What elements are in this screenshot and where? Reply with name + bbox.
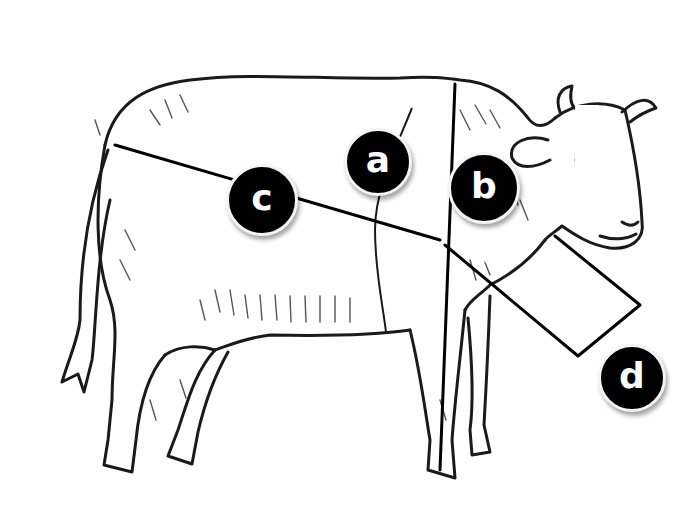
callout-letter: a bbox=[366, 142, 390, 178]
callout-circle: d bbox=[598, 344, 666, 412]
callout-letter: c bbox=[251, 180, 272, 216]
callout-circle: a bbox=[344, 128, 412, 196]
callout-letter: b bbox=[471, 168, 497, 204]
neck-bracket bbox=[445, 236, 640, 356]
callout-circle: c bbox=[226, 164, 298, 236]
mask bbox=[575, 105, 599, 215]
height-line bbox=[440, 84, 455, 470]
callout-circle: b bbox=[448, 152, 520, 224]
mask bbox=[412, 173, 452, 237]
callout-letter: d bbox=[619, 358, 645, 394]
